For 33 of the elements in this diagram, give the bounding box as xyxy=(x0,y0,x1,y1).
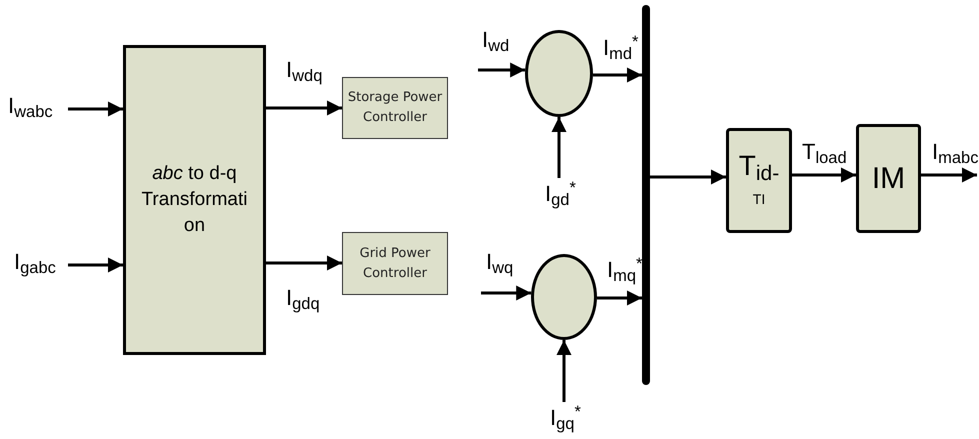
signal-label: I$_{mabc}$ xyxy=(932,138,978,166)
signal-label: I$_{wabc}$ xyxy=(8,92,53,120)
arrow xyxy=(597,290,642,306)
signal-label: I$_{wd}$ xyxy=(482,26,510,54)
signal-label: I$_{wq}$ xyxy=(486,248,514,276)
transformation-block xyxy=(123,45,266,355)
block-label: IM xyxy=(872,161,906,197)
signal-label: I$_{gabc}$ xyxy=(14,248,56,276)
controller-block xyxy=(342,232,448,295)
arrow xyxy=(68,102,123,116)
controller-block xyxy=(342,77,448,139)
arrow xyxy=(592,68,642,82)
signal-label: I$_{gdq}$ xyxy=(286,284,320,312)
arrow xyxy=(478,62,526,78)
bus-bar xyxy=(642,5,650,385)
block-label: T$_{id-}$ xyxy=(738,148,780,184)
arrow xyxy=(266,256,342,270)
arrow xyxy=(481,286,532,300)
block-label: Grid Power Controller xyxy=(358,244,432,282)
block-label: abc to d-q Transformati on xyxy=(140,162,248,238)
motor-block xyxy=(856,124,921,233)
torque-block xyxy=(726,128,792,233)
block-label: Storage Power Controller xyxy=(346,89,444,127)
arrow xyxy=(556,340,572,402)
signal-label: I$_{wdq}$ xyxy=(286,56,322,84)
arrow xyxy=(266,100,342,116)
arrow xyxy=(68,258,123,272)
block-label: TI xyxy=(752,190,766,208)
signal-label: T$_{load}$ xyxy=(802,138,847,166)
arrow xyxy=(650,170,726,184)
arrow xyxy=(552,117,566,178)
arrow xyxy=(792,168,856,182)
arrow xyxy=(921,168,977,182)
